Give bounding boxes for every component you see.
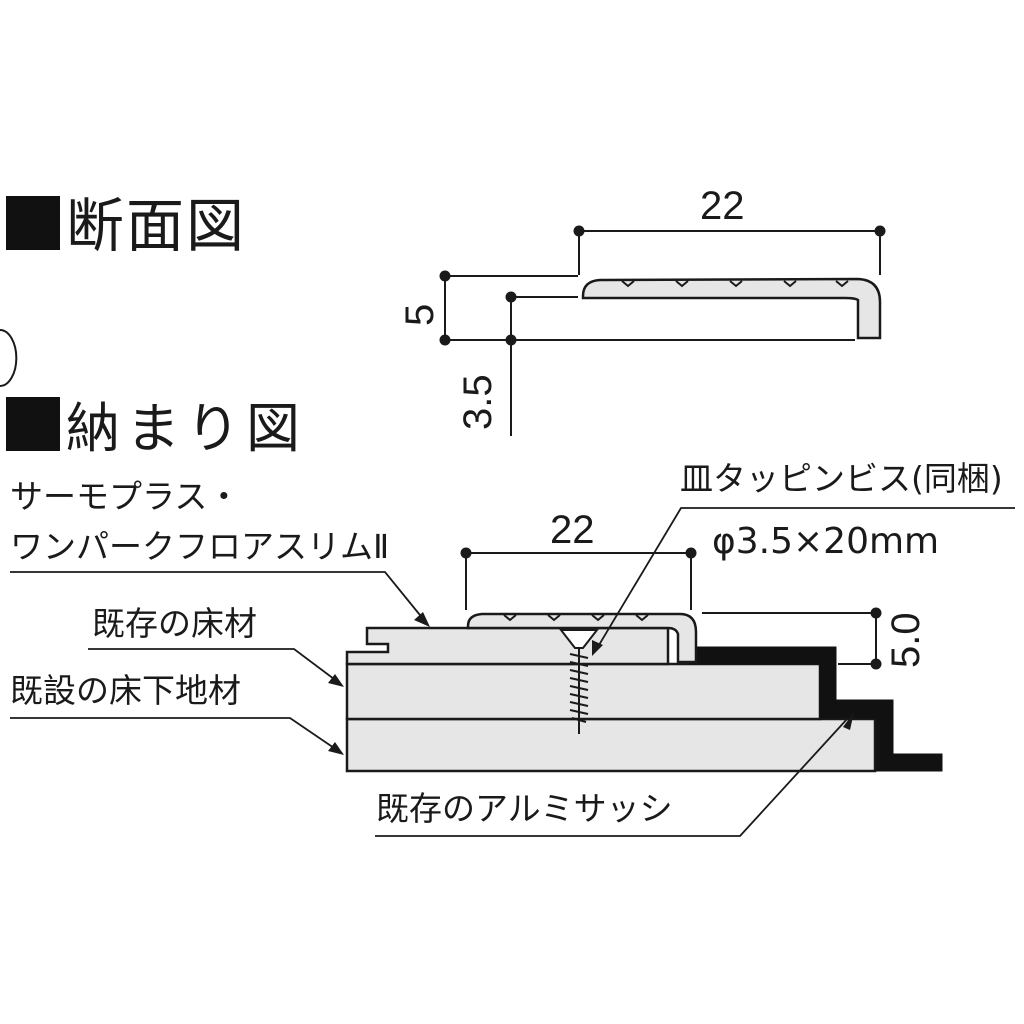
leader-lines xyxy=(10,507,1015,837)
section-view-title: 断面図 xyxy=(6,196,246,255)
section-dimension-dots xyxy=(439,225,886,346)
black-square-icon xyxy=(6,196,60,250)
existing-floor-label: 既存の床材 xyxy=(92,604,257,643)
subfloor-label: 既設の床下地材 xyxy=(10,671,241,710)
fit-width-label: 22 xyxy=(550,508,595,552)
screw-label-line2: φ3.5×20mm xyxy=(712,521,940,562)
circle-mark-partial xyxy=(0,329,18,387)
subfloor-lower xyxy=(345,717,877,773)
leader-arrowheads xyxy=(328,612,854,755)
screw xyxy=(558,629,600,734)
section-width-label: 22 xyxy=(700,184,745,228)
section-thickness-label: 3.5 xyxy=(456,374,500,430)
black-square-icon xyxy=(6,397,60,451)
aluminum-sash-label: 既存のアルミサッシ xyxy=(376,789,673,828)
threshold-profile xyxy=(466,612,698,664)
product-label-line1: サーモプラス・ xyxy=(10,477,241,516)
aluminum-sash xyxy=(689,646,943,772)
fit-view-title: 納まり図 xyxy=(6,397,306,456)
product-label-line2: ワンパークフロアスリムⅡ xyxy=(10,527,390,566)
section-dimension-lines xyxy=(444,230,881,436)
existing-floor-board xyxy=(345,626,670,666)
fit-height-label: 5.0 xyxy=(884,612,928,668)
section-profile xyxy=(581,277,882,340)
section-height-label: 5 xyxy=(398,303,442,326)
screw-label-line1: 皿タッピンビス(同梱) xyxy=(680,459,1003,498)
fit-dimension-dots xyxy=(460,547,882,670)
